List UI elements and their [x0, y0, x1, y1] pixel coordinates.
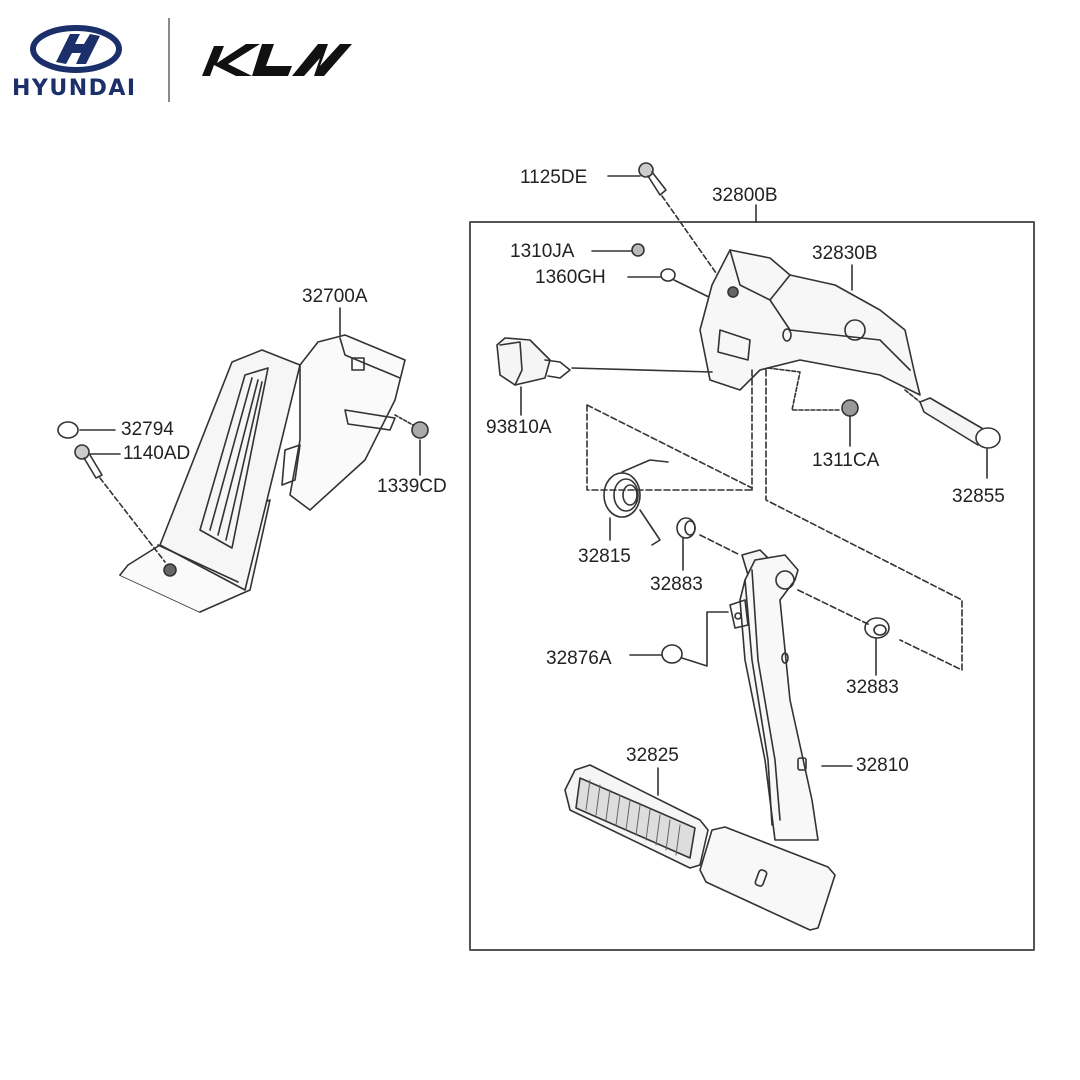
bushing-32883-lower	[864, 617, 890, 639]
nut-1310JA	[631, 243, 645, 257]
stopper-32876A	[661, 644, 683, 664]
bolt-1125DE	[638, 162, 667, 196]
logo-divider	[168, 18, 170, 102]
hyundai-wordmark: HYUNDAI	[12, 76, 137, 101]
bushing-32883-upper	[676, 517, 696, 539]
return-spring-32815	[603, 459, 669, 546]
part-label-93810A[interactable]: 93810A	[486, 417, 552, 438]
part-label-1339CD[interactable]: 1339CD	[377, 476, 447, 497]
part-label-32800B[interactable]: 32800B	[712, 185, 778, 206]
washer-1360GH	[660, 268, 676, 282]
part-label-32855[interactable]: 32855	[952, 486, 1005, 507]
brand-logo-bar: HYUNDAI	[0, 0, 400, 120]
part-label-1360GH[interactable]: 1360GH	[535, 267, 606, 288]
pin-32855	[919, 397, 1001, 449]
stop-lamp-switch-93810A	[496, 337, 571, 386]
part-label-32815[interactable]: 32815	[578, 546, 631, 567]
part-label-1125DE[interactable]: 1125DE	[520, 167, 588, 188]
nut-1339CD	[411, 421, 429, 439]
part-label-32700A[interactable]: 32700A	[302, 286, 368, 307]
part-label-1311CA[interactable]: 1311CA	[812, 450, 880, 471]
part-label-32794[interactable]: 32794	[121, 419, 174, 440]
brake-pedal-arm-32810	[729, 549, 819, 841]
pedal-pad-32825	[564, 764, 709, 869]
bolt-1140AD	[74, 444, 103, 479]
part-label-1140AD[interactable]: 1140AD	[123, 443, 191, 464]
assembly-box-32800B	[469, 221, 1035, 951]
kia-logo-icon	[202, 44, 352, 76]
nut-1311CA	[841, 399, 859, 417]
part-label-32883-lower[interactable]: 32883	[846, 677, 899, 698]
part-label-32810[interactable]: 32810	[856, 755, 909, 776]
part-label-32830B[interactable]: 32830B	[812, 243, 878, 264]
part-label-1310JA[interactable]: 1310JA	[510, 241, 575, 262]
accelerator-pedal-32700A	[119, 334, 406, 613]
part-label-32876A[interactable]: 32876A	[546, 648, 612, 669]
part-label-32825[interactable]: 32825	[626, 745, 679, 766]
hyundai-emblem-icon	[30, 25, 122, 73]
bracket-32830B	[699, 249, 921, 396]
part-label-32883-upper[interactable]: 32883	[650, 574, 703, 595]
cap-32794	[57, 421, 79, 439]
